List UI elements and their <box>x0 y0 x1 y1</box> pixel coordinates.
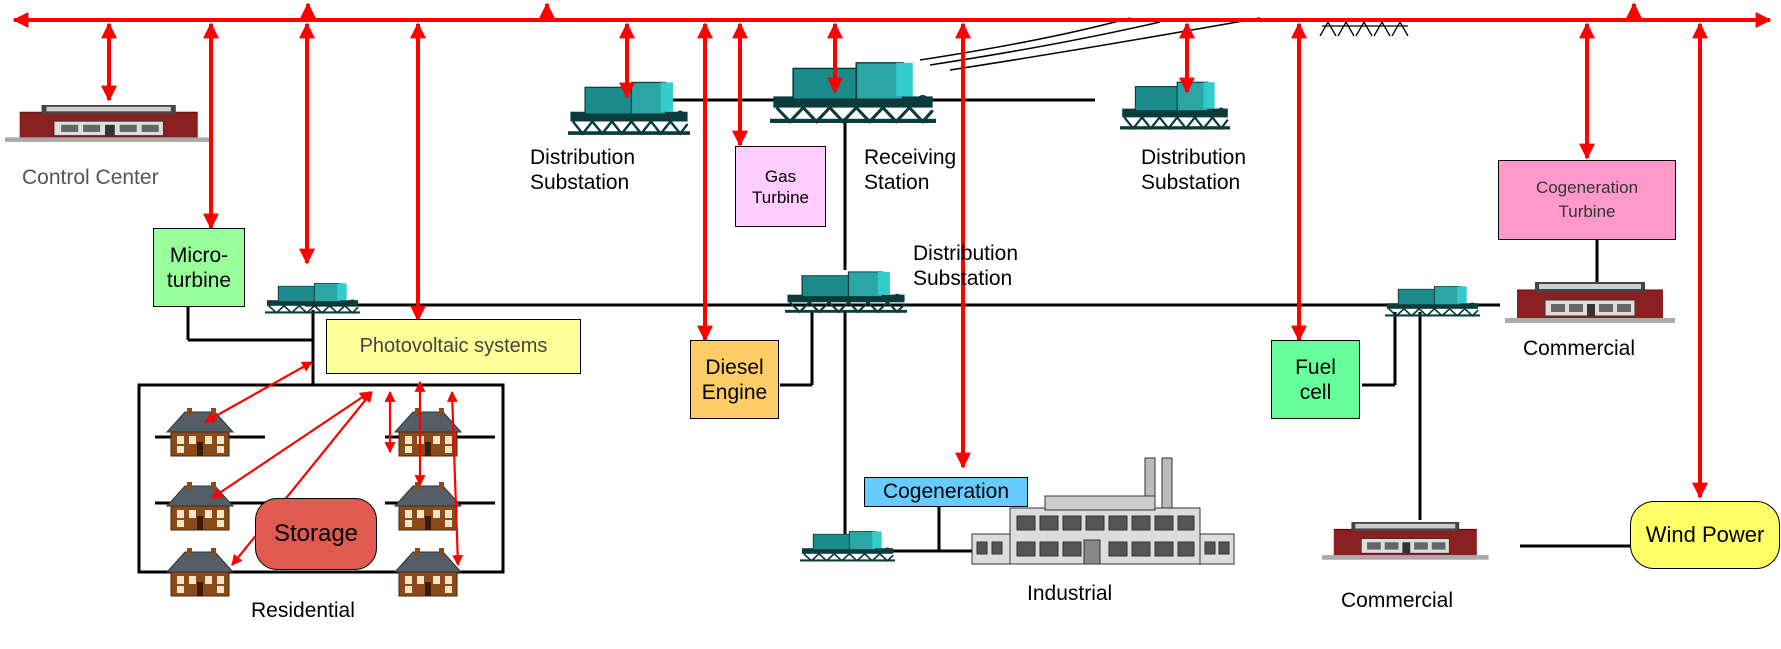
substation-icon <box>768 61 938 125</box>
fuel-cell-box: Fuel cell <box>1271 340 1360 419</box>
distribution-substation-center-label: Distribution Substation <box>913 242 1019 290</box>
commercial-lower-label: Commercial <box>1341 589 1454 612</box>
receiving-station-label: Receiving Station <box>864 146 957 194</box>
communication-links <box>12 2 1772 499</box>
distribution-substation-left-label: Distribution Substation <box>530 146 636 194</box>
commercial-building-icon <box>1504 281 1676 324</box>
substation-icon <box>1118 81 1232 131</box>
diesel-engine-label: Diesel Engine <box>701 355 768 404</box>
photovoltaic-label: Photovoltaic systems <box>359 335 548 357</box>
cogeneration-turbine-box: Cogeneration Turbine <box>1498 160 1676 240</box>
cogeneration-turbine-label: Cogeneration Turbine <box>1535 178 1639 221</box>
house-icon <box>394 407 462 457</box>
distribution-substation-right-label: Distribution Substation <box>1141 146 1247 194</box>
substation-icon <box>1384 285 1481 318</box>
commercial-building-icon <box>1321 521 1490 561</box>
control-center-label: Control Center <box>22 166 159 189</box>
gas-turbine-label: Gas Turbine <box>751 166 809 207</box>
substation-icon <box>264 282 361 315</box>
house-icon <box>394 481 462 531</box>
gas-turbine-box: Gas Turbine <box>735 146 826 227</box>
house-icon <box>166 407 234 457</box>
micro-turbine-label: Micro- turbine <box>166 243 232 292</box>
residential-label: Residential <box>251 599 355 622</box>
wind-power-label: Wind Power <box>1645 522 1765 547</box>
commercial-upper-label: Commercial <box>1523 337 1636 360</box>
storage-box: Storage <box>255 498 377 570</box>
substation-icon <box>799 530 896 563</box>
micro-turbine-box: Micro- turbine <box>153 228 245 307</box>
house-icon <box>166 547 234 597</box>
house-icon <box>166 481 234 531</box>
house-icon <box>394 547 462 597</box>
cogeneration-label: Cogeneration <box>882 480 1010 503</box>
residential-comm-links <box>204 361 464 567</box>
fuel-cell-label: Fuel cell <box>1295 355 1336 404</box>
substation-icon <box>783 270 909 314</box>
photovoltaic-box: Photovoltaic systems <box>326 319 581 374</box>
industrial-label: Industrial <box>1027 582 1113 605</box>
control-center-building-icon <box>4 104 214 143</box>
transmission-tower-icon <box>1319 20 1409 37</box>
cogeneration-box: Cogeneration <box>864 477 1028 507</box>
wind-power-box: Wind Power <box>1630 501 1780 569</box>
factory-icon <box>971 457 1235 565</box>
diesel-engine-box: Diesel Engine <box>690 340 779 419</box>
storage-label: Storage <box>273 520 359 547</box>
